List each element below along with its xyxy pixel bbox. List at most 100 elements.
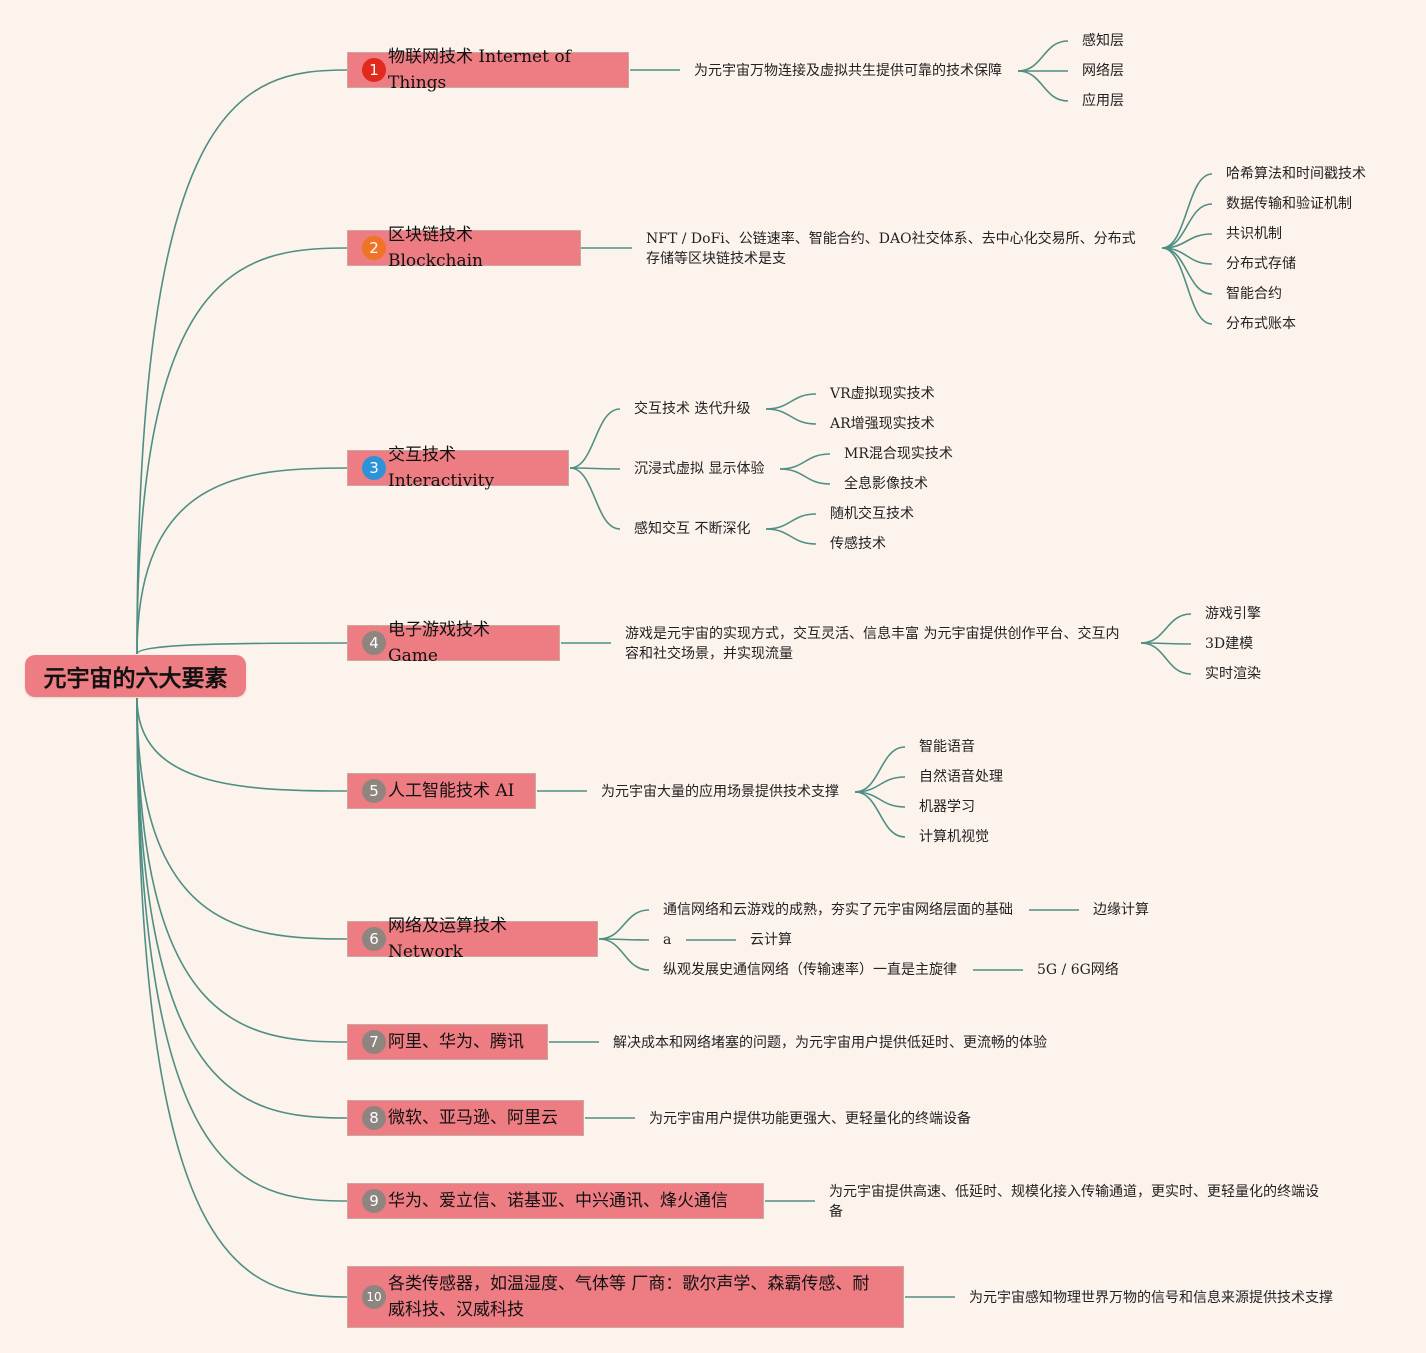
network-sub-1: 通信网络和云游戏的成熟，夯实了元宇宙网络层面的基础 xyxy=(663,902,1013,918)
network-sub-2: a xyxy=(663,932,672,948)
network-sub-link-3 xyxy=(598,938,650,971)
branch-network-label: 网络及运算技术 Network xyxy=(388,916,507,962)
interactivity-sub-link-1 xyxy=(569,408,621,469)
device-vendors-desc: 为元宇宙用户提供功能更强大、更轻量化的终端设备 xyxy=(649,1111,971,1127)
interactivity-leaf-link-c2 xyxy=(765,528,817,545)
game-desc: 游戏是元宇宙的实现方式，交互灵活、信息丰富 为元宇宙提供创作平台、交互内容和社交… xyxy=(625,626,1120,662)
root-link-1 xyxy=(136,69,348,655)
sensors-desc: 为元宇宙感知物理世界万物的信号和信息来源提供技术支撑 xyxy=(969,1290,1333,1306)
iot-desc: 为元宇宙万物连接及虚拟共生提供可靠的技术保障 xyxy=(694,63,1002,79)
branch-sensors[interactable]: 10 各类传感器，如温湿度、气体等 厂商：歌尔声学、森霸传感、耐威科技、汉威科技 xyxy=(347,1266,904,1328)
interactivity-leaf-link-a1 xyxy=(765,393,817,410)
ai-leaf-link-1 xyxy=(854,746,906,793)
branch-telecom-vendors[interactable]: 9 华为、爱立信、诺基亚、中兴通讯、烽火通信 xyxy=(347,1183,764,1219)
blockchain-leaf-4: 分布式存储 xyxy=(1226,256,1296,272)
network-sub-3: 纵观发展史通信网络（传输速率）一直是主旋律 xyxy=(663,962,957,978)
badge-10: 10 xyxy=(362,1285,386,1309)
root-link-4 xyxy=(136,642,348,655)
interactivity-leaf-sensing: 传感技术 xyxy=(830,536,886,552)
interactivity-leaf-vr: VR虚拟现实技术 xyxy=(830,386,935,402)
badge-2: 2 xyxy=(362,236,386,260)
blockchain-leaf-link-6 xyxy=(1161,247,1213,325)
game-leaf-3: 实时渲染 xyxy=(1205,666,1261,682)
iot-leaf-2: 网络层 xyxy=(1082,63,1124,79)
game-leaf-2: 3D建模 xyxy=(1205,636,1254,652)
iot-leaf-link-3 xyxy=(1017,70,1069,102)
branch-ai[interactable]: 5 人工智能技术 AI xyxy=(347,773,536,809)
root-link-3 xyxy=(136,467,348,655)
blockchain-leaf-2: 数据传输和验证机制 xyxy=(1226,196,1352,212)
branch-telecom-vendors-label: 华为、爱立信、诺基亚、中兴通讯、烽火通信 xyxy=(388,1191,728,1211)
iot-leaf-3: 应用层 xyxy=(1082,93,1124,109)
root-link-8 xyxy=(136,697,348,1119)
interactivity-leaf-link-b1 xyxy=(779,453,831,470)
interactivity-sub-link-2 xyxy=(569,467,621,470)
blockchain-leaf-1: 哈希算法和时间戳技术 xyxy=(1226,166,1366,182)
badge-5: 5 xyxy=(362,779,386,803)
branch-sensors-label: 各类传感器，如温湿度、气体等 厂商：歌尔声学、森霸传感、耐威科技、汉威科技 xyxy=(388,1274,870,1320)
root-link-5 xyxy=(136,697,348,792)
badge-6: 6 xyxy=(362,927,386,951)
branch-network[interactable]: 6 网络及运算技术 Network xyxy=(347,916,598,962)
cloud-vendors-desc: 解决成本和网络堵塞的问题，为元宇宙用户提供低延时、更流畅的体验 xyxy=(613,1035,1047,1051)
branch-interactivity[interactable]: 3 交互技术 Interactivity xyxy=(347,445,569,491)
game-leaf-1: 游戏引擎 xyxy=(1205,606,1261,622)
network-leaf-edge: 边缘计算 xyxy=(1093,902,1149,918)
game-leaf-link-3 xyxy=(1140,642,1192,675)
network-sub-link-1 xyxy=(598,909,650,940)
blockchain-desc: NFT / DoFi、公链速率、智能合约、DAO社交体系、去中心化交易所、分布式… xyxy=(646,231,1136,267)
branch-iot-label: 物联网技术 Internet of Things xyxy=(388,47,571,93)
branch-cloud-vendors[interactable]: 7 阿里、华为、腾讯 xyxy=(347,1024,548,1060)
root-link-9 xyxy=(136,697,348,1202)
branch-device-vendors[interactable]: 8 微软、亚马逊、阿里云 xyxy=(347,1100,584,1136)
network-leaf-5g: 5G / 6G网络 xyxy=(1037,962,1119,978)
badge-7: 7 xyxy=(362,1030,386,1054)
badge-1: 1 xyxy=(362,58,386,82)
blockchain-leaf-link-1 xyxy=(1161,173,1213,249)
branch-device-vendors-label: 微软、亚马逊、阿里云 xyxy=(388,1108,558,1128)
root-link-7 xyxy=(136,697,348,1043)
interactivity-leaf-link-c1 xyxy=(765,513,817,530)
interactivity-sub-link-3 xyxy=(569,467,621,530)
branch-ai-label: 人工智能技术 AI xyxy=(388,781,515,801)
blockchain-leaf-6: 分布式账本 xyxy=(1226,316,1296,332)
interactivity-leaf-mr: MR混合现实技术 xyxy=(844,446,953,462)
branch-iot[interactable]: 1 物联网技术 Internet of Things xyxy=(347,47,629,93)
ai-leaf-4: 计算机视觉 xyxy=(919,829,989,845)
ai-leaf-3: 机器学习 xyxy=(919,799,975,815)
branch-cloud-vendors-label: 阿里、华为、腾讯 xyxy=(388,1032,524,1052)
interactivity-leaf-random: 随机交互技术 xyxy=(830,506,914,522)
blockchain-leaf-3: 共识机制 xyxy=(1226,226,1282,242)
root-link-10 xyxy=(136,697,348,1298)
interactivity-sub-1: 交互技术 迭代升级 xyxy=(634,401,751,417)
badge-3: 3 xyxy=(362,456,386,480)
branch-blockchain-label: 区块链技术 Blockchain xyxy=(388,225,483,271)
root-link-2 xyxy=(136,247,348,655)
interactivity-leaf-link-a2 xyxy=(765,408,817,425)
ai-leaf-1: 智能语音 xyxy=(919,739,975,755)
badge-8: 8 xyxy=(362,1106,386,1130)
iot-leaf-1: 感知层 xyxy=(1082,33,1124,49)
ai-leaf-link-4 xyxy=(854,791,906,838)
blockchain-leaf-5: 智能合约 xyxy=(1226,286,1282,302)
interactivity-leaf-ar: AR增强现实技术 xyxy=(830,416,935,432)
interactivity-leaf-link-b2 xyxy=(779,468,831,485)
branch-game[interactable]: 4 电子游戏技术 Game xyxy=(347,620,560,666)
branch-blockchain[interactable]: 2 区块链技术 Blockchain xyxy=(347,225,581,271)
blockchain-leaf-link-2 xyxy=(1161,203,1213,249)
network-leaf-cloud: 云计算 xyxy=(750,932,792,948)
badge-9: 9 xyxy=(362,1189,386,1213)
badge-4: 4 xyxy=(362,631,386,655)
branch-interactivity-label: 交互技术 Interactivity xyxy=(388,445,495,491)
telecom-vendors-desc: 为元宇宙提供高速、低延时、规模化接入传输通道，更实时、更轻量化的终端设备 xyxy=(829,1184,1319,1220)
iot-leaf-link-1 xyxy=(1017,40,1069,72)
root-link-6 xyxy=(136,697,348,940)
branch-game-label: 电子游戏技术 Game xyxy=(388,620,490,666)
ai-desc: 为元宇宙大量的应用场景提供技术支撑 xyxy=(601,784,839,800)
root-node[interactable]: 元宇宙的六大要素 xyxy=(25,655,246,697)
interactivity-sub-2: 沉浸式虚拟 显示体验 xyxy=(634,461,765,477)
ai-leaf-2: 自然语音处理 xyxy=(919,769,1003,785)
game-leaf-link-1 xyxy=(1140,613,1192,644)
interactivity-sub-3: 感知交互 不断深化 xyxy=(634,521,751,537)
interactivity-leaf-holo: 全息影像技术 xyxy=(844,476,928,492)
